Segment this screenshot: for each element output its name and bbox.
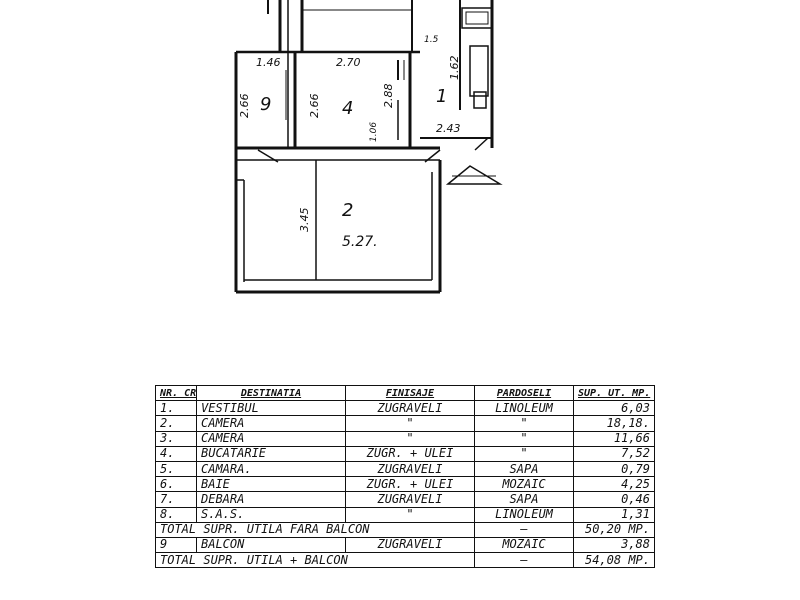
table-header-row: NR. CRT. DESTINATIA FINISAJE PARDOSELI S… (155, 384, 655, 402)
table-row: 4. BUCATARIE ZUGR. + ULEI " 7,52 (155, 445, 655, 462)
row-finish: ZUGRAVELI (345, 400, 475, 417)
table-row: 6. BAIE ZUGR. + ULEI MOZAIC 4,25 (155, 476, 655, 493)
row-area: 1,31 (573, 506, 655, 523)
row-floor: SAPA (474, 491, 574, 508)
row-destination: DEBARA (196, 491, 346, 508)
row-number: 6. (155, 476, 197, 493)
total-dash: — (474, 521, 574, 538)
row-area: 0,46 (573, 491, 655, 508)
row-number: 5. (155, 460, 197, 478)
header-nr: NR. CRT. (155, 384, 197, 402)
row-destination: S.A.S. (196, 506, 346, 523)
table-row: 9 BALCON ZUGRAVELI MOZAIC 3,88 (155, 536, 655, 554)
floor-plan: 1.46 2.70 2.66 2.66 2.88 2.43 1.62 3.45 … (234, 0, 503, 294)
row-floor: SAPA (474, 460, 574, 478)
row-finish: ZUGRAVELI (345, 460, 475, 478)
dim-label: 1.46 (256, 56, 281, 69)
table-row: 3. CAMERA " " 11,66 (155, 430, 655, 447)
row-floor: " (474, 445, 574, 462)
row-finish: " (345, 415, 475, 432)
dim-label: 3.45 (298, 208, 311, 233)
row-destination: VESTIBUL (196, 400, 346, 417)
dim-label: 2.88 (382, 84, 395, 109)
row-destination: CAMERA (196, 430, 346, 447)
row-finish: ZUGR. + ULEI (345, 445, 475, 462)
total-label: TOTAL SUPR. UTILA FARA BALCON (155, 521, 475, 538)
row-floor: LINOLEUM (474, 400, 574, 417)
row-area: 18,18. (573, 415, 655, 432)
dim-label: 1.06 (369, 122, 379, 142)
dim-label: 2.66 (308, 94, 321, 119)
row-finish: ZUGRAVELI (345, 491, 475, 508)
total-label: TOTAL SUPR. UTILA + BALCON (155, 552, 475, 569)
row-finish: ZUGR. + ULEI (345, 476, 475, 493)
surface-table: NR. CRT. DESTINATIA FINISAJE PARDOSELI S… (155, 384, 655, 569)
total-area: 54,08 MP. (573, 552, 655, 569)
row-number: 2. (155, 415, 197, 432)
row-area: 4,25 (573, 476, 655, 493)
row-destination: BUCATARIE (196, 445, 346, 462)
row-destination: BALCON (196, 536, 346, 554)
row-destination: CAMERA (196, 415, 346, 432)
row-finish: " (345, 430, 475, 447)
total-area: 50,20 MP. (573, 521, 655, 538)
row-floor: " (474, 430, 574, 447)
row-number: 1. (155, 400, 197, 417)
dim-label: 2.43 (436, 122, 461, 135)
table-row: 1. VESTIBUL ZUGRAVELI LINOLEUM 6,03 (155, 400, 655, 417)
room-number: 1 (436, 86, 447, 107)
total-dash: — (474, 552, 574, 569)
header-suprafata: SUP. UT. MP. (573, 384, 655, 402)
row-floor: MOZAIC (474, 536, 574, 554)
row-area: 0,79 (573, 460, 655, 478)
row-finish: ZUGRAVELI (345, 536, 475, 554)
row-destination: CAMARA. (196, 460, 346, 478)
room-number: 9 (260, 94, 271, 115)
room-number: 2 (342, 200, 353, 221)
header-pardoseli: PARDOSELI (474, 384, 574, 402)
row-number: 3. (155, 430, 197, 447)
dim-label: 5.27. (342, 234, 378, 250)
row-area: 11,66 (573, 430, 655, 447)
table-row: 7. DEBARA ZUGRAVELI SAPA 0,46 (155, 491, 655, 508)
row-floor: MOZAIC (474, 476, 574, 493)
room-number: 4 (342, 98, 353, 119)
table-row: 8. S.A.S. " LINOLEUM 1,31 (155, 506, 655, 523)
row-number: 8. (155, 506, 197, 523)
dim-label: 2.70 (336, 56, 361, 69)
dim-label: 2.66 (238, 94, 251, 119)
total-row: TOTAL SUPR. UTILA + BALCON — 54,08 MP. (155, 552, 655, 569)
row-floor: " (474, 415, 574, 432)
header-destinatia: DESTINATIA (196, 384, 346, 402)
table-row: 5. CAMARA. ZUGRAVELI SAPA 0,79 (155, 460, 655, 478)
row-number: 4. (155, 445, 197, 462)
row-number: 9 (155, 536, 197, 554)
row-floor: LINOLEUM (474, 506, 574, 523)
header-finisaje: FINISAJE (345, 384, 475, 402)
row-area: 3,88 (573, 536, 655, 554)
row-area: 6,03 (573, 400, 655, 417)
row-finish: " (345, 506, 475, 523)
row-destination: BAIE (196, 476, 346, 493)
dim-label: 1.5 (424, 35, 439, 45)
total-row: TOTAL SUPR. UTILA FARA BALCON — 50,20 MP… (155, 521, 655, 538)
dim-label: 1.62 (448, 56, 461, 81)
row-area: 7,52 (573, 445, 655, 462)
row-number: 7. (155, 491, 197, 508)
table-row: 2. CAMERA " " 18,18. (155, 415, 655, 432)
